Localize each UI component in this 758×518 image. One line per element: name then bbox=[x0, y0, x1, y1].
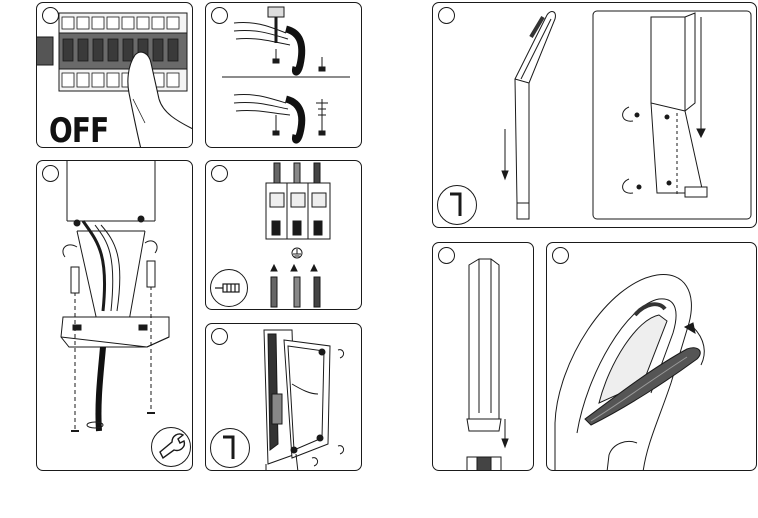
panel-step-connect-wires bbox=[205, 160, 362, 310]
pole-icon bbox=[433, 3, 757, 228]
step-number-circle bbox=[438, 247, 455, 264]
pole-base-icon bbox=[433, 243, 534, 471]
mounting-bracket-icon bbox=[37, 161, 193, 471]
panel-step-switch-off: OFF bbox=[36, 2, 193, 148]
ground-symbol-icon bbox=[292, 248, 302, 258]
screwdriver-icon bbox=[210, 269, 248, 307]
panel-step-fix-gear-tray bbox=[205, 323, 362, 471]
off-label: OFF bbox=[49, 111, 108, 148]
step-number-circle bbox=[42, 165, 59, 182]
hex-key-icon bbox=[437, 185, 477, 225]
panel-step-prepare-cable bbox=[205, 2, 362, 148]
step-number-circle bbox=[211, 328, 228, 345]
step-number-circle bbox=[42, 7, 59, 24]
step-number-circle bbox=[438, 7, 455, 24]
rotate-arrow-icon bbox=[623, 107, 633, 193]
cable-icon bbox=[206, 3, 362, 148]
panel-step-tilt-luminaire bbox=[546, 242, 757, 471]
luminaire-head-icon bbox=[547, 243, 757, 471]
step-number-circle bbox=[552, 247, 569, 264]
hex-key-icon bbox=[210, 428, 250, 468]
step-number-circle bbox=[211, 7, 228, 24]
panel-step-anchor-base bbox=[36, 160, 193, 471]
panel-step-insert-pole bbox=[432, 242, 534, 471]
wrench-icon bbox=[151, 427, 191, 467]
step-number-circle bbox=[211, 165, 228, 182]
panel-step-pole-assembly bbox=[432, 2, 757, 228]
